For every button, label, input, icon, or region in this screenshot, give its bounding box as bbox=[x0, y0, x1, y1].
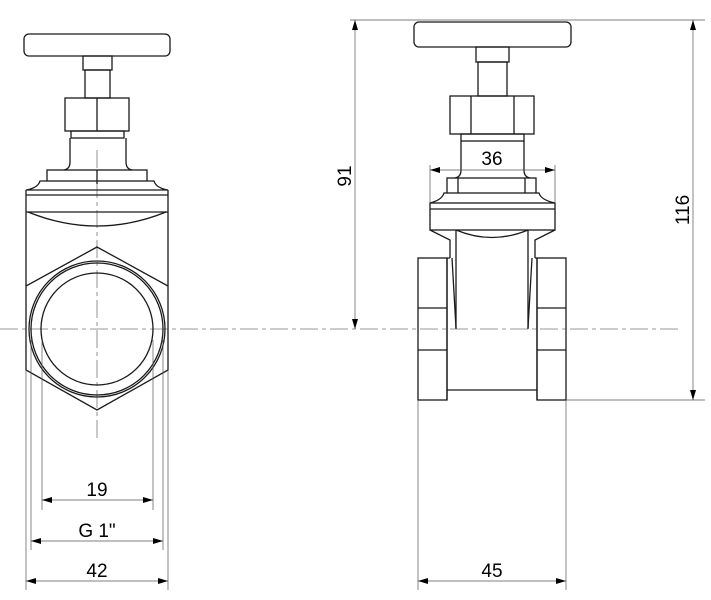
handwheel-side bbox=[413, 21, 572, 48]
handwheel-front bbox=[23, 33, 171, 57]
dim-side-width-label: 45 bbox=[481, 561, 502, 582]
side-view-valve bbox=[413, 21, 572, 401]
dim-thread-label: G 1" bbox=[78, 521, 115, 542]
stem-front bbox=[84, 69, 111, 99]
dim-total-height-label: 116 bbox=[673, 195, 694, 225]
dim-front-width-label: 42 bbox=[86, 561, 107, 582]
dim-bonnet-label: 36 bbox=[481, 149, 502, 170]
stem-side bbox=[477, 61, 508, 97]
dim-center-height-label: 91 bbox=[335, 165, 356, 186]
hex-body bbox=[25, 246, 169, 411]
gland-nut-side bbox=[449, 95, 535, 135]
bore-circle bbox=[40, 272, 154, 386]
front-view-valve bbox=[23, 33, 171, 411]
dim-bore-label: 19 bbox=[86, 480, 107, 501]
